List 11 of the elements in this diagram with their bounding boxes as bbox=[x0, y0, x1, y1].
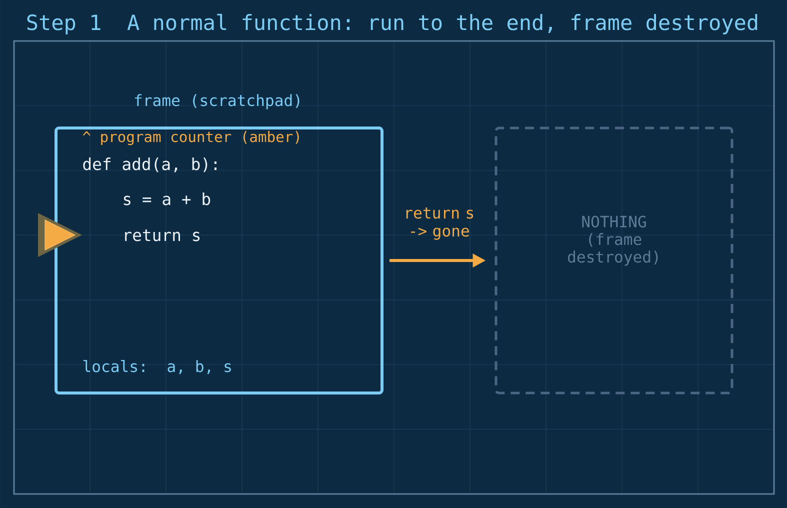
frame-box bbox=[54, 94, 384, 394]
placeholder-text: NOTHING (frame destroyed) bbox=[568, 216, 658, 266]
code-line: s = a + b bbox=[124, 192, 210, 206]
code-line: return s bbox=[125, 229, 200, 242]
box-heading: frame (scratchpad) bbox=[134, 94, 300, 110]
edge-label: return s -> gone bbox=[406, 207, 474, 240]
dashed-box bbox=[494, 126, 734, 394]
annotation-text: ^ program counter (amber) bbox=[82, 130, 299, 146]
title: Step 1 A normal function: run to the end, frame destroyed bbox=[27, 14, 758, 34]
code-line: def add(a, b): bbox=[83, 158, 216, 172]
note-text: locals: a, b, s bbox=[83, 360, 231, 374]
